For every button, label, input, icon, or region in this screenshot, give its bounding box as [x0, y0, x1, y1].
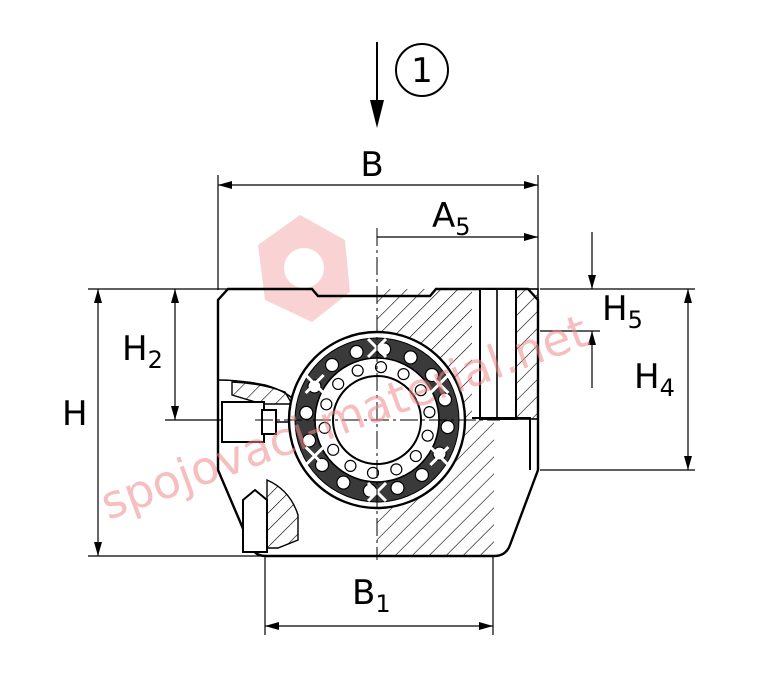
bearing-ball — [437, 392, 453, 407]
bearing-ball — [301, 433, 317, 448]
bearing-ball — [397, 368, 410, 381]
bearing-cage-cross — [304, 373, 325, 395]
bearing-ball — [390, 480, 405, 496]
dim-label-H5: H5 — [602, 289, 643, 334]
bearing-ball — [421, 429, 434, 442]
bearing-ball — [423, 406, 436, 419]
bearing-cage-cross — [429, 445, 450, 467]
bearing-ball — [390, 463, 403, 476]
bearing-ball — [307, 379, 322, 394]
bearing-balls — [299, 342, 455, 498]
bearing-cage-cross — [304, 445, 325, 467]
dim-label-H: H — [62, 394, 88, 434]
svg-text:A5: A5 — [432, 196, 471, 241]
bearing-cages — [304, 337, 450, 503]
view-direction-arrow — [370, 42, 384, 128]
bearing-ball — [349, 344, 364, 360]
svg-text:H4: H4 — [634, 357, 675, 402]
bearing-ball — [414, 467, 430, 483]
svg-text:B: B — [360, 145, 383, 185]
bearing-ball — [351, 364, 364, 377]
bearing-ball — [432, 446, 447, 461]
bearing-ball — [327, 443, 340, 456]
bearing-ball — [403, 350, 418, 365]
bearing-ball — [414, 384, 427, 397]
svg-text:H: H — [62, 394, 88, 434]
bearing-ball — [374, 361, 388, 374]
bearing-ball — [344, 459, 357, 472]
bearing-ball — [366, 466, 380, 479]
bearing-ball — [409, 449, 422, 463]
bearing-cage-cross — [429, 373, 450, 395]
bearing-ball — [324, 357, 340, 373]
svg-text:H5: H5 — [602, 289, 643, 334]
centre-lines — [255, 228, 500, 560]
hex-nut-logo — [258, 215, 350, 322]
dimension-lines — [94, 181, 692, 630]
view-marker-label: 1 — [411, 51, 433, 91]
svg-text:H2: H2 — [122, 329, 163, 374]
bearing-ball — [336, 475, 351, 490]
bearing-ball — [332, 377, 345, 391]
dim-label-B: B — [360, 145, 383, 185]
dim-label-H4: H4 — [634, 357, 675, 402]
dim-label-A5: A5 — [432, 196, 471, 241]
bearing-ball — [299, 405, 314, 421]
bearing-ball — [320, 398, 333, 411]
bearing-ball — [318, 421, 331, 434]
view-marker-circle: 1 — [395, 43, 449, 97]
dim-label-H2: H2 — [122, 329, 163, 374]
svg-text:B1: B1 — [352, 573, 391, 618]
dim-label-B1: B1 — [352, 573, 391, 618]
bearing-ball — [440, 419, 455, 435]
